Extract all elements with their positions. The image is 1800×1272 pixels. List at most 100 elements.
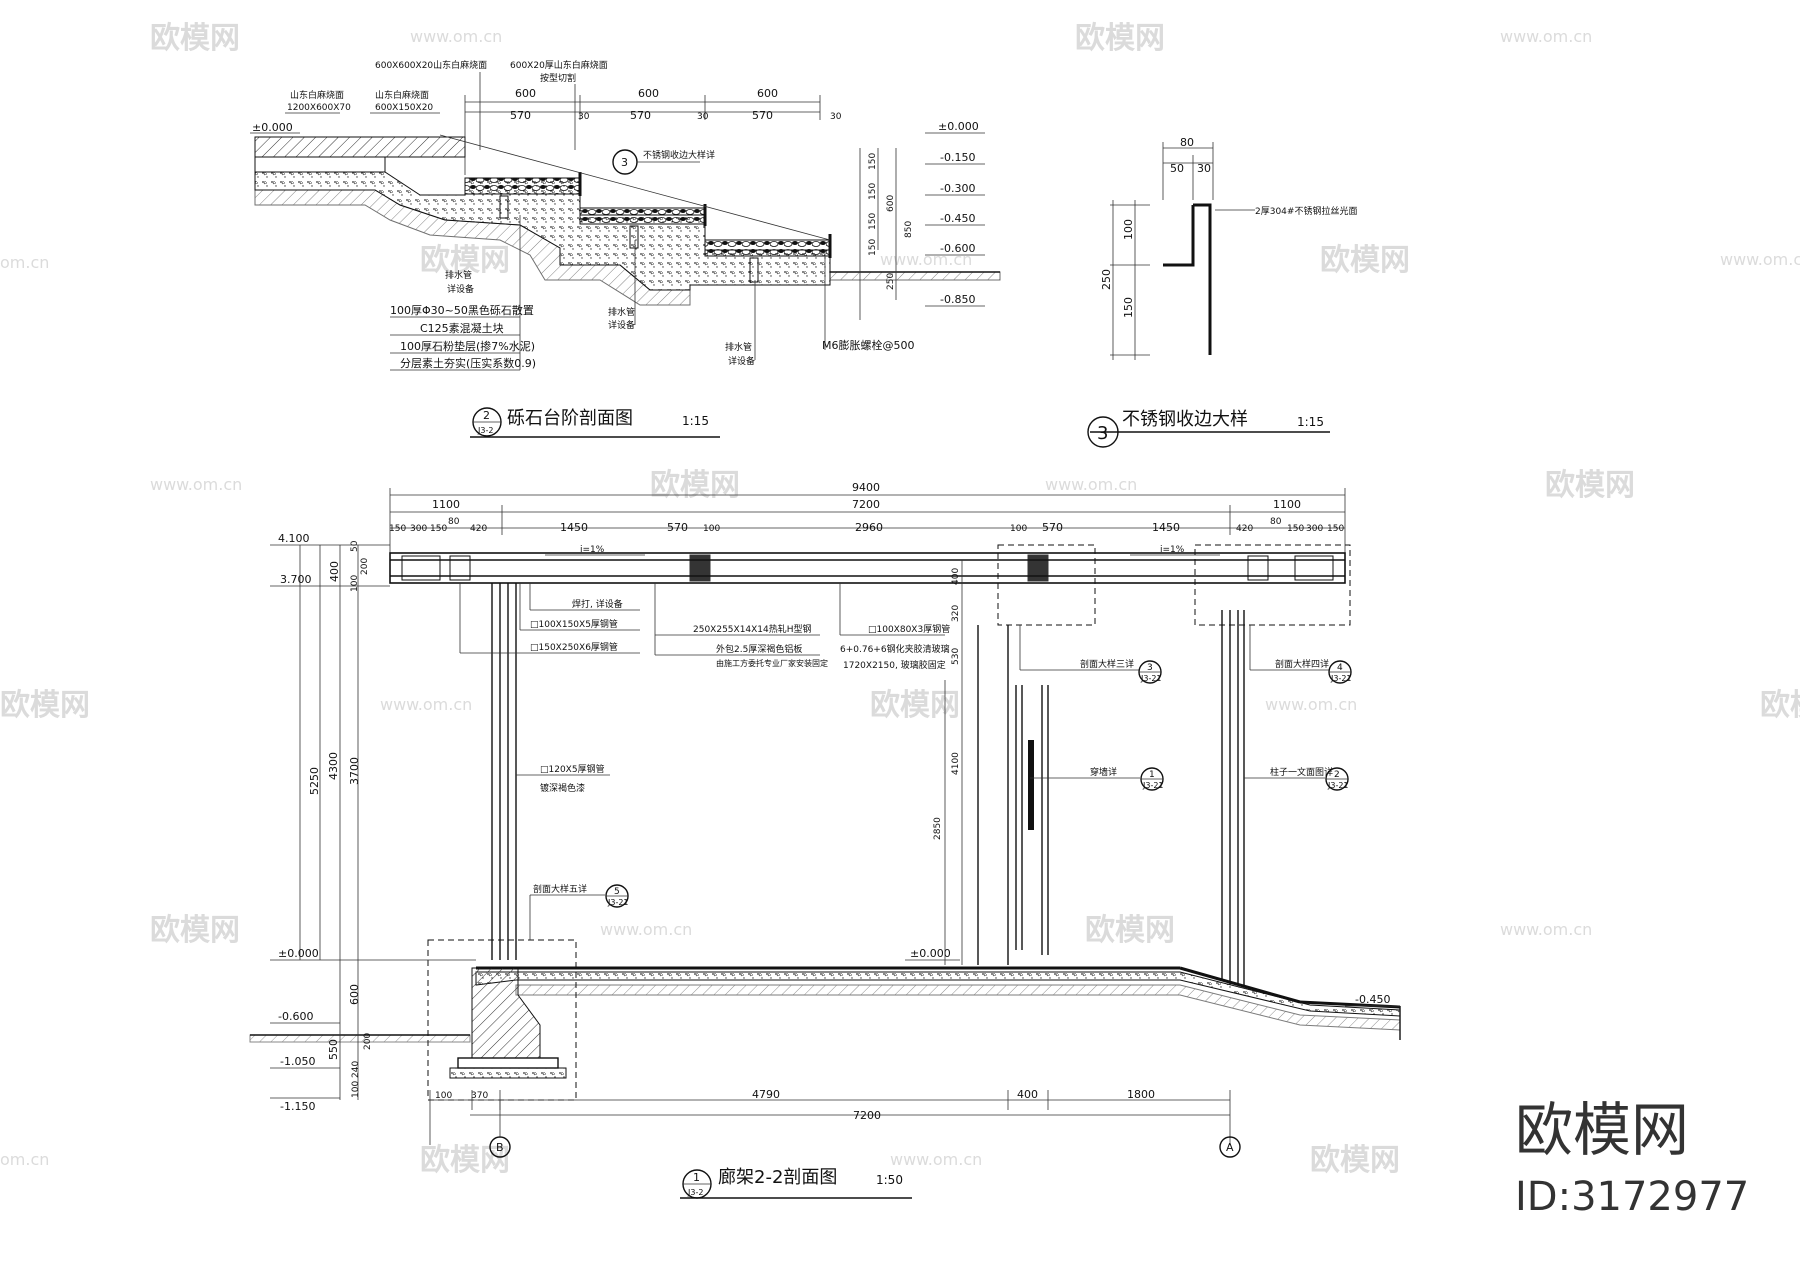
label: 外包2.5厚深褐色铝板 (716, 643, 802, 655)
dim: 1450 (560, 521, 588, 534)
dim: 570 (1042, 521, 1063, 534)
dim: 80 (1180, 136, 1194, 149)
grid-label: B (496, 1141, 504, 1154)
watermark-url: www.om.cn (1045, 475, 1137, 494)
elev: -0.850 (940, 293, 975, 306)
dim-total: 9400 (852, 481, 880, 494)
dim: 320 (951, 605, 961, 622)
watermark-brand: 欧模网 (0, 688, 90, 723)
dim: 150 (389, 524, 406, 534)
callout-num: 5 (614, 887, 620, 897)
watermark-url: www.om.cn (600, 920, 692, 939)
section-1-pergola: 9400 1100 7200 1100 150 300 150 80 420 1… (249, 481, 1401, 1199)
watermark-brand: 欧模网 (420, 243, 510, 278)
callout-ref: J3-21 (1140, 674, 1162, 683)
dim: 30 (578, 112, 590, 122)
title-num: 2 (483, 409, 490, 422)
elev: 4.100 (278, 532, 310, 545)
callout-ref: J3-21 (1142, 781, 1164, 790)
title-num: 3 (1097, 423, 1108, 444)
brand-id: ID:3172977 (1515, 1174, 1749, 1220)
watermark-url: www.om.cn (410, 27, 502, 46)
top-dims-left: 150 300 150 80 420 (389, 517, 487, 534)
callout-num: 2 (1334, 770, 1340, 780)
callout-num: 1 (1149, 770, 1155, 780)
label: 详设备 (447, 283, 474, 295)
elevation-marks: ±0.000 -0.150 -0.300 -0.450 -0.600 -0.85… (925, 120, 985, 307)
label: 600X600X20山东白麻烧面 (375, 59, 487, 71)
dim: 30 (697, 112, 709, 122)
dim: 150 (430, 524, 447, 534)
label: 山东白麻烧面 (290, 89, 344, 101)
label: 镀深褐色漆 (540, 782, 585, 794)
watermark-brand: 欧模网 (1320, 243, 1410, 278)
dim: 420 (470, 524, 487, 534)
dim: 30 (830, 112, 842, 122)
slope: i=1% (580, 545, 605, 555)
watermark-brand: 欧模网 (1075, 21, 1165, 56)
dim: 300 (410, 524, 427, 534)
dim: 150 (1122, 297, 1135, 318)
detail-title: 不锈钢收边大样 (1122, 409, 1248, 430)
dim: 1450 (1152, 521, 1180, 534)
dim: 400 (951, 568, 961, 585)
elev: -0.150 (940, 151, 975, 164)
label: □150X250X6厚钢管 (530, 641, 618, 653)
dim: 240 (351, 1061, 361, 1078)
label: M6膨胀螺栓@500 (822, 338, 915, 352)
dim: 7200 (852, 498, 880, 511)
dim: 600 (886, 195, 896, 212)
dim: 100 (1122, 219, 1135, 240)
slope: i=1% (1160, 545, 1185, 555)
title-ref: J3-2 (687, 1188, 703, 1197)
detail-3-stainless-edge: 80 50 30 2厚304#不锈钢拉丝光面 100 150 250 3 不锈钢… (1087, 136, 1357, 448)
dim: 1800 (1127, 1088, 1155, 1101)
dim: 80 (448, 517, 460, 527)
watermark-url: om.cn (0, 253, 49, 272)
label: 1720X2150, 玻璃胶固定 (843, 659, 946, 671)
dim: 30 (1197, 162, 1211, 175)
callout-ref: J3-21 (1330, 674, 1352, 683)
dim: 100 (1010, 524, 1027, 534)
callout-num: 3 (1147, 663, 1153, 673)
label: 山东白麻烧面 (375, 89, 429, 101)
dim: 550 (327, 1039, 340, 1060)
dim-total: 7200 (853, 1109, 881, 1122)
label: 250X255X14X14热轧H型钢 (693, 623, 812, 635)
dim: 4790 (752, 1088, 780, 1101)
label: 6+0.76+6钢化夹胶清玻璃 (840, 643, 950, 655)
watermark-brand: 欧模网 (420, 1143, 510, 1178)
elev: -0.300 (940, 182, 975, 195)
watermark-url: www.om.cn (380, 695, 472, 714)
watermark-url: www.om.cn (890, 1150, 982, 1169)
watermark-brand: 欧模网 (1310, 1143, 1400, 1178)
elev: 3.700 (280, 573, 312, 586)
dim: 150 (1327, 524, 1344, 534)
label: 详设备 (608, 319, 635, 331)
dim: 4300 (327, 752, 340, 780)
dim: 300 (1306, 524, 1323, 534)
section-title: 廊架2-2剖面图 (718, 1167, 837, 1188)
watermark-layer: 欧模网 www.om.cn 欧模网 www.om.cn om.cn 欧模网 ww… (0, 21, 1800, 1178)
detail-scale: 1:15 (1297, 415, 1324, 429)
dim: 50 (350, 540, 360, 552)
dim: 1100 (1273, 498, 1301, 511)
dim: 1100 (432, 498, 460, 511)
dim: 150 (1287, 524, 1304, 534)
layer-label: 100厚石粉垫层(掺7%水泥) (400, 339, 535, 353)
dim: 4100 (951, 752, 961, 775)
label: □100X80X3厚钢管 (868, 623, 950, 635)
detail-2-gravel-steps: 600 600 600 570 30 570 30 570 30 600X600… (250, 59, 1001, 438)
watermark-brand: 欧模网 (150, 913, 240, 948)
watermark-brand: 欧模网 (650, 468, 740, 503)
label: 详设备 (728, 355, 755, 367)
watermark-url: www.om.cn (1720, 250, 1800, 269)
dim: 200 (360, 558, 370, 575)
dim: 5250 (308, 767, 321, 795)
dim: 570 (510, 109, 531, 122)
dim: 50 (1170, 162, 1184, 175)
dim: 100 (435, 1091, 452, 1101)
label: 剖面大样五详 (533, 883, 587, 895)
label: □120X5厚钢管 (540, 763, 605, 775)
